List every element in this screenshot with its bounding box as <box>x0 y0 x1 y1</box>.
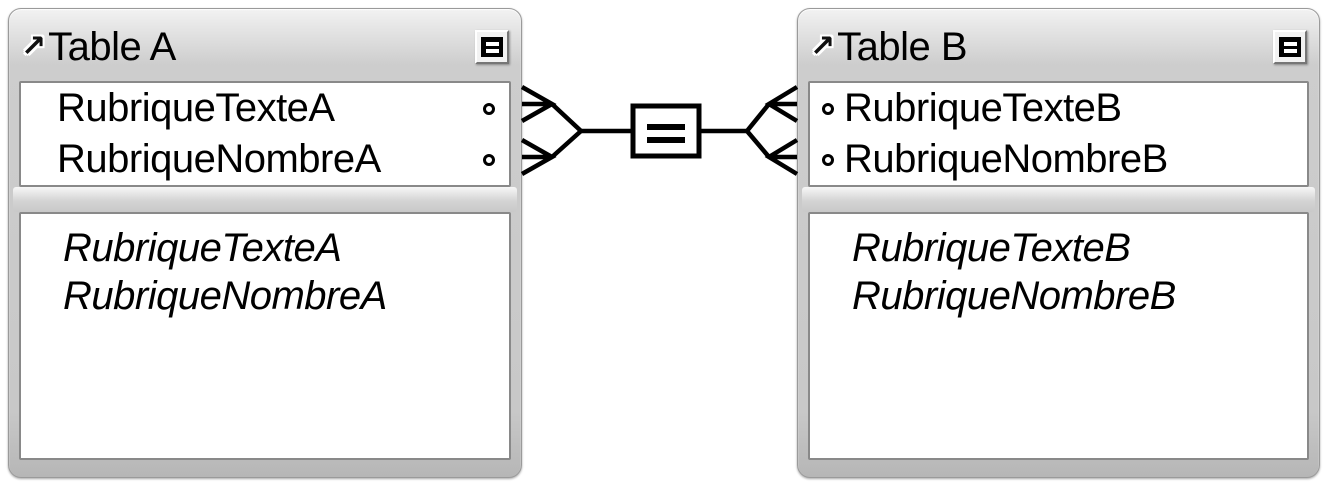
field-list-item[interactable]: RubriqueTexteA <box>63 226 342 270</box>
table-b-collapse-button[interactable] <box>1273 30 1307 64</box>
table-a-title: Table A <box>48 24 176 69</box>
relationship-line[interactable] <box>520 85 799 176</box>
table-a-section-divider <box>13 187 517 212</box>
collapse-button-icon <box>481 37 503 57</box>
match-field-indicator-icon <box>822 153 834 166</box>
table-a-header[interactable]: ↗ Table A <box>9 9 521 81</box>
equals-operator-icon <box>647 124 685 130</box>
collapse-button-icon <box>1279 37 1301 57</box>
match-field-indicator-icon <box>483 153 495 166</box>
table-b-match-fields: RubriqueTexteB RubriqueNombreB <box>808 81 1309 187</box>
equals-operator-icon <box>647 137 685 143</box>
field-list-item[interactable]: RubriqueTexteB <box>852 226 1131 270</box>
table-a-field-row[interactable]: RubriqueTexteA <box>21 83 509 134</box>
table-occurrence-table-a[interactable]: ↗ Table A RubriqueTexteA RubriqueNombreA… <box>8 8 522 478</box>
field-name: RubriqueTexteA <box>57 86 335 130</box>
table-a-field-list: RubriqueTexteA RubriqueNombreA <box>19 212 511 460</box>
relationship-operator-box[interactable] <box>630 103 702 159</box>
field-list-item[interactable]: RubriqueNombreB <box>852 274 1176 318</box>
table-a-match-fields: RubriqueTexteA RubriqueNombreA <box>19 81 511 187</box>
field-name: RubriqueNombreB <box>844 137 1168 181</box>
field-name: RubriqueNombreA <box>57 137 381 181</box>
table-a-collapse-button[interactable] <box>475 30 509 64</box>
source-table-arrow-icon: ↗ <box>21 30 47 63</box>
field-list-item[interactable]: RubriqueNombreA <box>63 274 387 318</box>
table-occurrence-table-b[interactable]: ↗ Table B RubriqueTexteB RubriqueNombreB… <box>797 8 1320 478</box>
match-field-indicator-icon <box>822 102 834 115</box>
table-a-field-row[interactable]: RubriqueNombreA <box>21 134 509 185</box>
table-b-field-row[interactable]: RubriqueTexteB <box>810 83 1307 134</box>
table-b-section-divider <box>802 187 1315 212</box>
table-b-field-list: RubriqueTexteB RubriqueNombreB <box>808 212 1309 460</box>
match-field-indicator-icon <box>483 102 495 115</box>
source-table-arrow-icon: ↗ <box>810 30 836 63</box>
field-name: RubriqueTexteB <box>844 86 1122 130</box>
table-b-header[interactable]: ↗ Table B <box>798 9 1319 81</box>
table-b-title: Table B <box>837 24 968 69</box>
table-b-field-row[interactable]: RubriqueNombreB <box>810 134 1307 185</box>
